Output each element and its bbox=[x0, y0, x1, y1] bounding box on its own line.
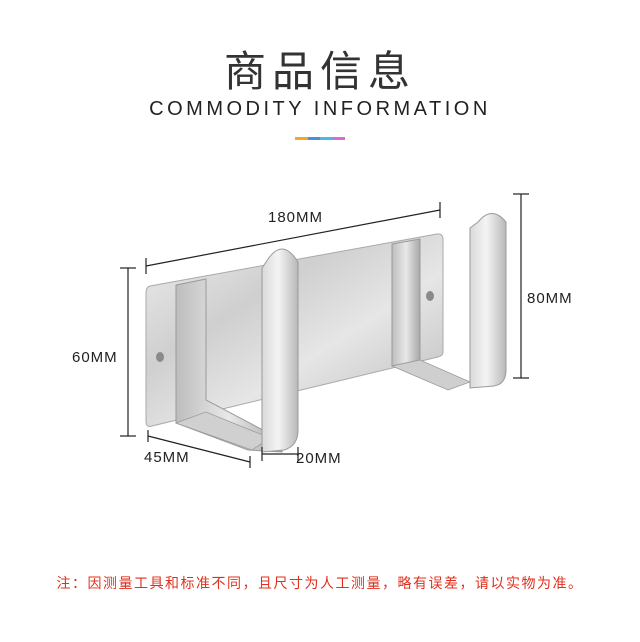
right-hook-front bbox=[469, 213, 507, 389]
dim-depth-left-label: 45MM bbox=[144, 449, 190, 466]
product-diagram: 180MM 60MM 80MM 45MM 20MM bbox=[72, 193, 573, 468]
dim-depth-front-label: 20MM bbox=[296, 450, 342, 467]
page-title-en: COMMODITY INFORMATION bbox=[149, 98, 491, 120]
title-accent-bar bbox=[295, 137, 345, 140]
accent-segment-1 bbox=[295, 137, 308, 140]
middle-hook-front bbox=[261, 248, 299, 453]
accent-segment-4 bbox=[332, 137, 345, 140]
footer-note: 注：因测量工具和标准不同，且尺寸为人工测量，略有误差，请以实物为准。 bbox=[56, 576, 584, 592]
screw-hole-right bbox=[426, 291, 434, 301]
dim-length-label: 180MM bbox=[268, 209, 323, 226]
dim-height-right-label: 80MM bbox=[527, 290, 573, 307]
page-title-cn: 商品信息 bbox=[223, 47, 416, 96]
accent-segment-2 bbox=[307, 137, 320, 140]
dim-height-left-label: 60MM bbox=[72, 349, 118, 366]
right-hook-base bbox=[390, 359, 472, 391]
accent-segment-3 bbox=[320, 137, 333, 140]
screw-hole-left bbox=[156, 352, 164, 362]
right-hook-back bbox=[391, 238, 421, 367]
